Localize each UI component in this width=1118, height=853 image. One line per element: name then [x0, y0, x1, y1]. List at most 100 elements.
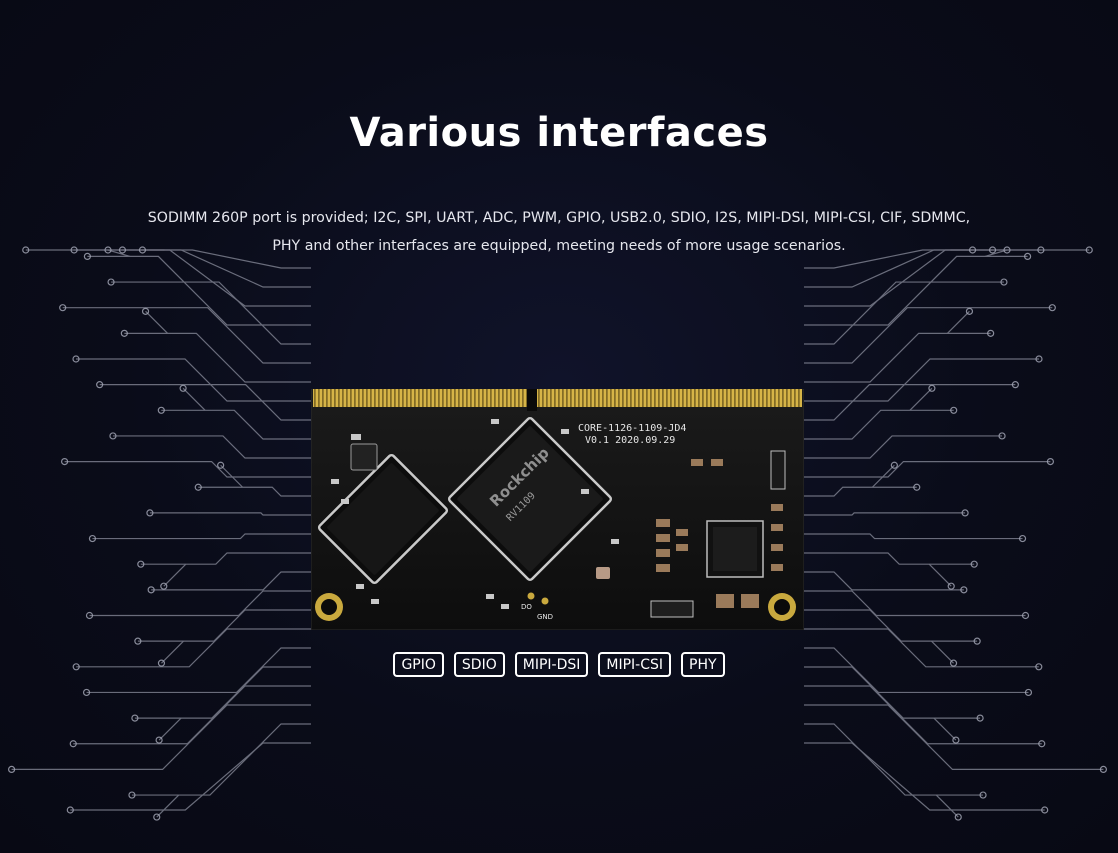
silkscreen-version: V0.1 2020.09.29: [585, 435, 675, 446]
circuit-node: [82, 688, 91, 697]
circuit-node: [979, 791, 987, 799]
circuit-trace: [134, 666, 311, 719]
circuit-trace: [804, 704, 1104, 770]
circuit-trace: [804, 281, 1004, 345]
circuit-trace: [804, 647, 1029, 694]
circuit-node: [952, 736, 960, 744]
circuit-node: [913, 483, 921, 491]
circuit-node: [1018, 534, 1027, 543]
circuit-trace: [11, 704, 311, 770]
circuit-node: [146, 509, 154, 517]
interface-tag-mipi-dsi: MIPI-DSI: [514, 652, 589, 677]
circuit-branch: [947, 310, 970, 334]
circuit-node: [22, 246, 30, 254]
circuit-node: [66, 806, 74, 814]
circuit-branch: [928, 563, 952, 587]
circuit-trace: [112, 435, 311, 459]
circuit-trace: [804, 723, 984, 796]
circuit-branch: [220, 464, 244, 488]
circuit-branch: [933, 717, 957, 741]
circuit-trace: [198, 486, 311, 497]
circuit-node: [987, 329, 995, 337]
circuit-trace: [804, 435, 1003, 459]
circuit-trace: [804, 255, 1028, 326]
circuit-branch: [163, 563, 187, 587]
circuit-node: [949, 659, 958, 667]
circuit-branch: [107, 249, 131, 257]
circuit-node: [1038, 740, 1046, 748]
circuit-trace: [804, 384, 1016, 421]
circuit-branch: [145, 310, 168, 334]
circuit-node: [8, 765, 16, 774]
interface-tag-phy: PHY: [681, 652, 725, 677]
circuit-node: [961, 509, 969, 517]
interface-tag-gpio: GPIO: [393, 652, 444, 677]
silkscreen-part-number: CORE-1126-1109-JD4: [578, 423, 686, 434]
interface-tag-sdio: SDIO: [453, 652, 505, 677]
circuit-trace: [804, 666, 981, 719]
circuit-node: [155, 736, 163, 744]
circuit-node: [968, 246, 977, 254]
circuit-trace: [804, 461, 1051, 478]
circuit-trace: [76, 358, 311, 402]
circuit-trace: [804, 609, 978, 642]
circuit-node: [954, 813, 962, 821]
circuit-node: [69, 740, 77, 748]
circuit-node: [1000, 278, 1008, 286]
circuit-node: [59, 304, 67, 312]
core-board-image: Rockchip RV1109 CORE-1126-1109-JD4 V0.1 …: [311, 389, 804, 630]
circuit-trace: [140, 552, 311, 565]
circuit-node: [85, 611, 94, 620]
circuit-branch: [161, 640, 184, 664]
circuit-trace: [73, 685, 311, 745]
circuit-node: [950, 406, 958, 414]
circuit-node: [120, 329, 128, 337]
circuit-trace: [161, 409, 311, 440]
circuit-node: [157, 659, 166, 667]
circuit-node: [1003, 246, 1011, 254]
circuit-node: [973, 637, 981, 645]
circuit-trace: [804, 571, 964, 591]
circuit-trace: [70, 742, 311, 811]
circuit-node: [998, 432, 1006, 440]
circuit-trace: [137, 609, 311, 642]
circuit-node: [960, 586, 968, 594]
circuit-trace: [804, 590, 1026, 617]
interface-tag-mipi-csi: MIPI-CSI: [598, 652, 671, 677]
circuit-trace: [151, 571, 311, 591]
circuit-node: [179, 384, 187, 392]
circuit-branch: [984, 249, 1008, 257]
circuit-node: [988, 246, 997, 254]
circuit-trace: [131, 723, 311, 796]
circuit-trace: [25, 249, 311, 307]
circuit-trace: [804, 512, 966, 516]
interface-tags: GPIO SDIO MIPI-DSI MIPI-CSI PHY: [0, 652, 1118, 677]
circuit-trace: [76, 628, 311, 668]
circuit-branch: [909, 387, 933, 411]
circuit-node: [131, 714, 139, 722]
circuit-node: [72, 355, 80, 363]
circuit-trace: [804, 685, 1042, 745]
circuit-trace: [804, 628, 1039, 668]
circuit-node: [1021, 611, 1030, 620]
circuit-branch: [931, 640, 954, 664]
circuit-node: [1023, 252, 1032, 260]
circuit-trace: [804, 533, 1023, 540]
circuit-node: [217, 461, 225, 469]
circuit-node: [157, 406, 165, 414]
circuit-trace: [86, 647, 311, 694]
circuit-trace: [804, 486, 917, 497]
circuit-trace: [111, 281, 311, 345]
circuit-node: [72, 663, 80, 671]
circuit-trace: [804, 249, 1090, 307]
circuit-node: [137, 560, 145, 568]
circuit-node: [141, 307, 150, 315]
circuit-trace: [92, 533, 311, 540]
page-title: Various interfaces: [349, 110, 769, 156]
circuit-node: [134, 637, 142, 645]
circuit-trace: [64, 461, 311, 478]
circuit-node: [83, 252, 92, 260]
feature-description: SODIMM 260P port is provided; I2C, SPI, …: [0, 204, 1118, 260]
circuit-node: [160, 582, 168, 590]
circuit-branch: [935, 794, 959, 818]
